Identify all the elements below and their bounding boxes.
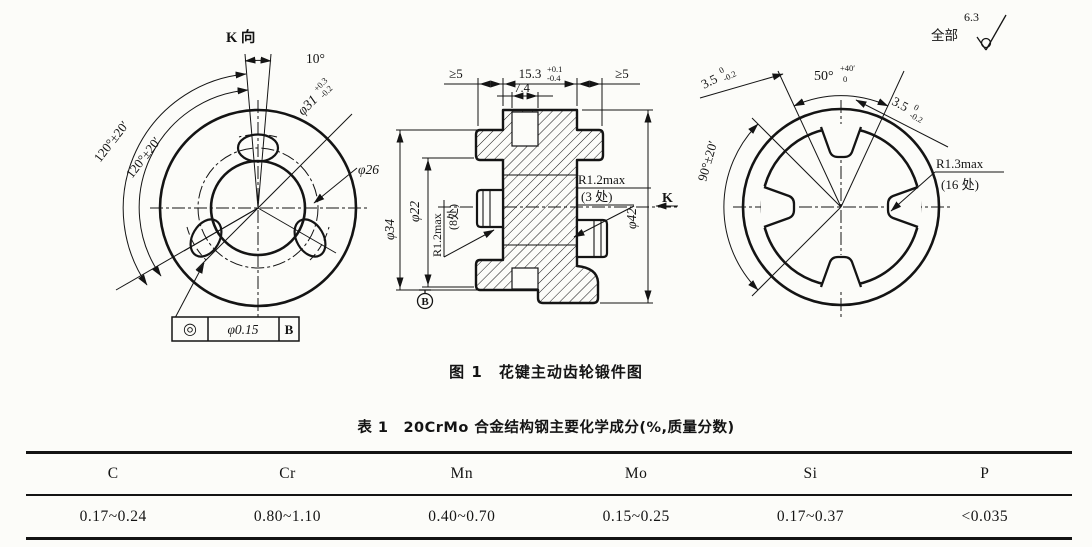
- svg-text:+40′: +40′: [840, 63, 855, 73]
- value-cr: 0.80~1.10: [253, 507, 322, 525]
- dim-10deg: 10°: [306, 51, 325, 66]
- col-header-si: Si: [803, 465, 818, 482]
- col-header-p: P: [980, 465, 990, 482]
- forging-drawing: K 向 10° 120°±20′ 120°±20′ φ31 +0.3 -0.2 …: [91, 10, 1007, 342]
- svg-text:0: 0: [843, 74, 847, 84]
- svg-text:3.5: 3.5: [890, 93, 911, 114]
- svg-text:3.5: 3.5: [699, 71, 720, 92]
- dim-50deg: 50° +40′ 0: [814, 63, 855, 84]
- dim-90deg: 90°±20′: [694, 139, 720, 183]
- chemistry-table: C Cr Mn Mo Si P 0.17~0.24 0.80~1.10 0.40…: [26, 451, 1072, 540]
- tolerance-datum: B: [285, 322, 294, 337]
- surface-finish-prefix: 全部: [931, 27, 958, 44]
- k-arrow-label: K: [662, 191, 673, 206]
- dim-dia42: φ42: [624, 208, 639, 229]
- spline-tooth-right: [575, 218, 609, 259]
- section-view-geometry: [396, 78, 680, 310]
- col-header-mn: Mn: [450, 465, 474, 482]
- svg-text:50°: 50°: [814, 69, 834, 84]
- value-mo: 0.15~0.25: [602, 507, 670, 525]
- datum-b-symbol: [416, 289, 434, 310]
- svg-text:-0.4: -0.4: [547, 73, 561, 83]
- dim-dia31: φ31 +0.3 -0.2: [295, 75, 334, 119]
- figure-caption: 图 1 花键主动齿轮锻件图: [449, 363, 643, 381]
- spline-slots: [761, 124, 921, 290]
- surface-finish-note: 全部 6.3: [931, 10, 1007, 51]
- dim-15-3: 15.3 +0.1 -0.4: [519, 64, 563, 83]
- left-view-geometry: [115, 53, 370, 342]
- k-view-label: K 向: [226, 28, 255, 46]
- value-p: <0.035: [961, 507, 1009, 525]
- table-caption: 表 1 20CrMo 合金结构钢主要化学成分(%,质量分数): [357, 420, 735, 436]
- note-r13: R1.3max: [936, 156, 984, 171]
- col-header-c: C: [107, 465, 119, 482]
- tolerance-value: φ0.15: [227, 322, 258, 337]
- dim-dia22: φ22: [407, 201, 422, 222]
- geometric-tolerance-frame: [171, 316, 300, 342]
- value-c: 0.17~0.24: [79, 507, 147, 525]
- datum-b-label: B: [421, 296, 429, 308]
- concentricity-icon: ◎: [183, 321, 197, 338]
- right-view-geometry: [699, 70, 1004, 320]
- dim-120deg-outer: 120°±20′: [91, 118, 132, 165]
- surface-finish-value: 6.3: [964, 10, 979, 24]
- section-body: [474, 108, 605, 305]
- spline-tooth-left: [475, 188, 505, 229]
- svg-text:φ31: φ31: [295, 93, 321, 119]
- value-si: 0.17~0.37: [776, 507, 845, 525]
- dim-dia26: φ26: [358, 162, 379, 177]
- svg-text:15.3: 15.3: [519, 66, 542, 81]
- note-r12-8-count: (8处): [446, 204, 460, 230]
- note-r12-3: R1.2max: [578, 172, 626, 187]
- svg-text:0: 0: [717, 65, 725, 76]
- col-header-mo: Mo: [624, 465, 648, 482]
- note-r12-8: R1.2max: [430, 213, 444, 257]
- left-view-labels: K 向 10° 120°±20′ 120°±20′ φ31 +0.3 -0.2 …: [91, 28, 380, 338]
- dim-7-4: 7.4: [514, 81, 530, 95]
- svg-text:-0.2: -0.2: [908, 110, 925, 125]
- table-header-row: C Cr Mn Mo Si P: [26, 454, 1072, 496]
- svg-text:0: 0: [912, 102, 920, 113]
- dim-dia34: φ34: [382, 219, 397, 240]
- col-header-cr: Cr: [279, 465, 296, 482]
- table-value-row: 0.17~0.24 0.80~1.10 0.40~0.70 0.15~0.25 …: [26, 496, 1072, 537]
- value-mn: 0.40~0.70: [428, 507, 496, 525]
- dim-min5-right: ≥5: [615, 66, 629, 81]
- dim-120deg-inner: 120°±20′: [123, 134, 164, 181]
- roughness-icon: [976, 14, 1007, 51]
- note-r12-3-count: (3 处): [581, 189, 612, 204]
- dim-min5-left: ≥5: [449, 66, 463, 81]
- svg-text:+0.1: +0.1: [547, 64, 562, 74]
- note-r13-count: (16 处): [941, 177, 979, 192]
- section-view-labels: ≥5 15.3 +0.1 -0.4 ≥5 7.4 φ34 φ22 R1.2max…: [382, 64, 673, 308]
